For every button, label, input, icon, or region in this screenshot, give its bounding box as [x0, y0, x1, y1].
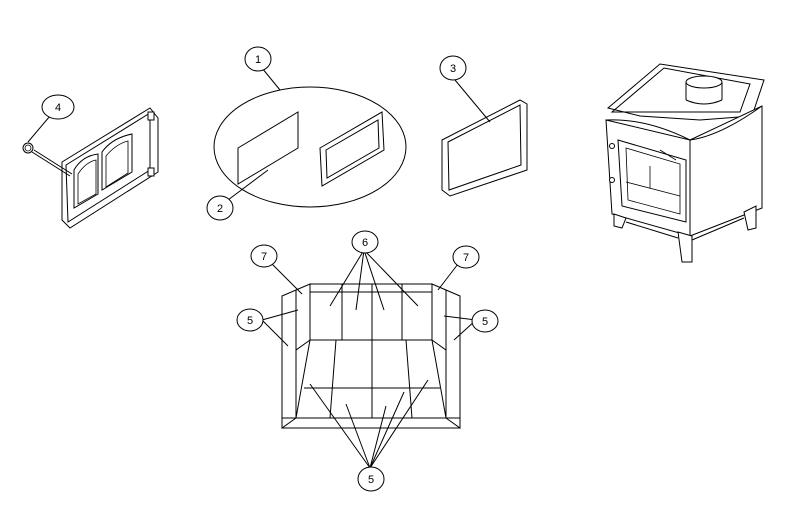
callout-5-left-label: 5 [247, 315, 253, 327]
callout-3: 3 [439, 55, 467, 81]
callout-4-label: 4 [55, 102, 61, 114]
door-gasket [441, 99, 528, 197]
callout-1: 1 [244, 46, 272, 72]
callout-4: 4 [41, 94, 75, 120]
callout-6-label: 6 [362, 237, 368, 249]
callout-5-right: 5 [471, 309, 499, 333]
callout-5-right-label: 5 [482, 316, 488, 328]
callout-1-label: 1 [255, 54, 261, 66]
callout-3-label: 3 [450, 63, 456, 75]
callout-2-label: 2 [217, 203, 223, 215]
callout-7-left-label: 7 [261, 251, 267, 263]
callout-7-right-label: 7 [463, 252, 469, 264]
callout-2: 2 [206, 195, 234, 221]
callout-5-bottom-label: 5 [368, 474, 374, 486]
callout-6: 6 [351, 230, 379, 254]
leader-lines [27, 67, 491, 469]
stove-illustration [605, 63, 765, 263]
glass-gasket-group [213, 86, 407, 208]
callout-5-bottom: 5 [357, 466, 385, 492]
callout-7-right: 7 [452, 245, 480, 269]
callout-5-left: 5 [236, 308, 264, 332]
firebrick-liner [281, 283, 461, 429]
callout-7-left: 7 [250, 244, 278, 268]
door-assembly [22, 107, 159, 229]
